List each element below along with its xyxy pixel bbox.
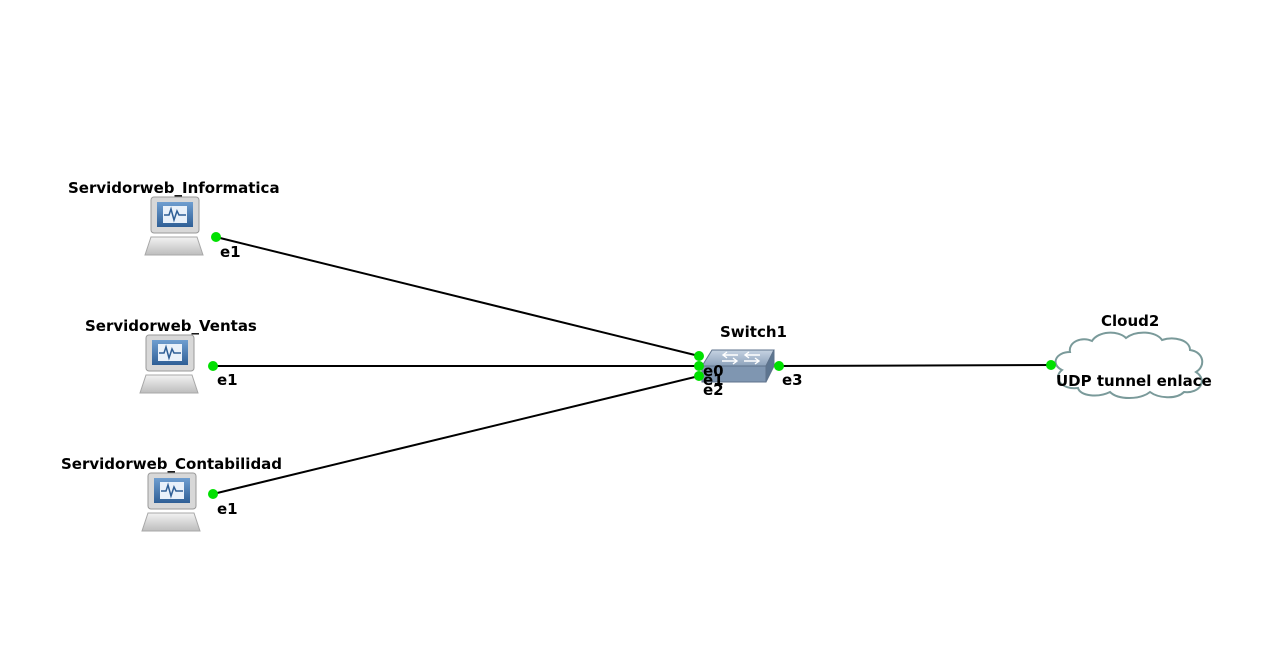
node-label: Cloud2 (1101, 312, 1159, 330)
link-informatica-switch[interactable] (215, 236, 700, 357)
port-status-dot (208, 489, 218, 499)
node-servidorweb-ventas[interactable]: Servidorweb_Ventas e1 (85, 317, 257, 394)
cloud-caption: UDP tunnel enlace (1056, 372, 1212, 390)
port-label-e3: e3 (782, 371, 803, 389)
node-servidorweb-informatica[interactable]: Servidorweb_Informatica e1 (68, 179, 280, 261)
cloud-icon (1054, 331, 1204, 399)
port-status-dot-e3 (774, 361, 784, 371)
ethernet-switch-icon (701, 349, 775, 383)
port-status-dot (208, 361, 218, 371)
port-status-dot (1046, 360, 1056, 370)
port-label: e1 (217, 371, 238, 389)
port-status-dot-e0 (694, 351, 704, 361)
node-label: Servidorweb_Ventas (85, 317, 257, 335)
computer-icon (141, 472, 201, 532)
port-label-e2: e2 (703, 381, 724, 399)
port-label-e1: e1 (703, 371, 724, 389)
port-status-dot-e2 (694, 371, 704, 381)
port-label: e1 (220, 243, 241, 261)
port-status-dot (211, 232, 221, 242)
node-cloud2[interactable]: Cloud2 UDP tunnel enlace (1046, 312, 1212, 399)
computer-icon (144, 196, 204, 256)
port-label-e0: e0 (703, 362, 724, 380)
node-label: Switch1 (720, 323, 787, 341)
node-switch1[interactable]: Switch1 e0 e1 e2 e3 (694, 323, 803, 399)
node-label: Servidorweb_Informatica (68, 179, 280, 197)
port-status-dot-e1 (694, 361, 704, 371)
link-switch-cloud[interactable] (778, 364, 1052, 367)
link-contabilidad-switch[interactable] (212, 375, 700, 495)
node-servidorweb-contabilidad[interactable]: Servidorweb_Contabilidad e1 (61, 455, 282, 532)
node-label: Servidorweb_Contabilidad (61, 455, 282, 473)
computer-icon (139, 334, 199, 394)
port-label: e1 (217, 500, 238, 518)
